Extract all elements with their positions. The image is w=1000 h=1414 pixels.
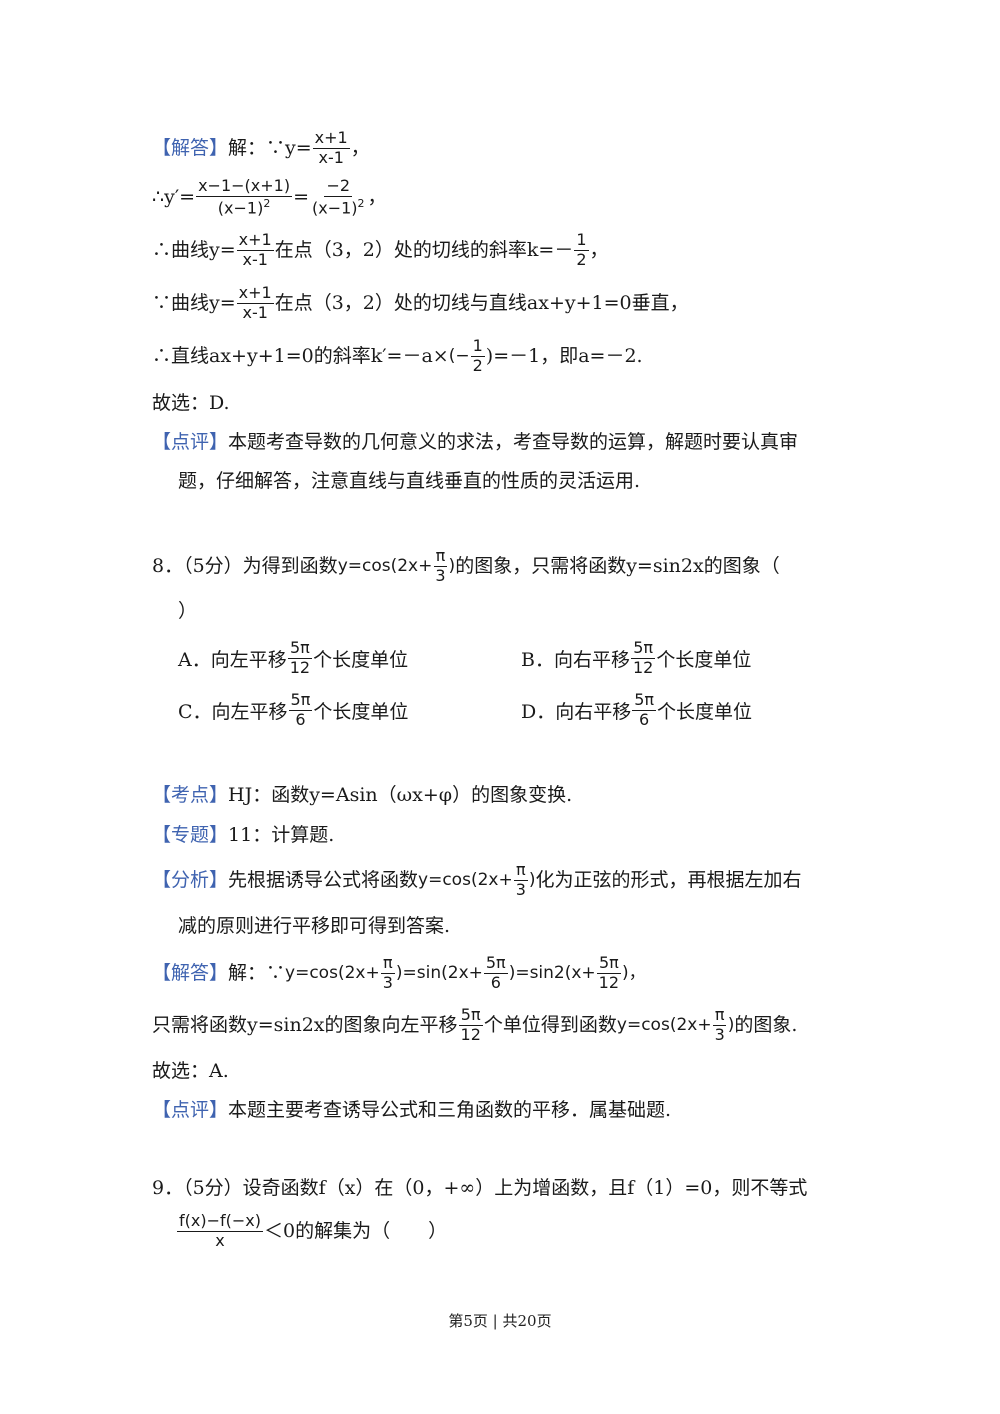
q9-stem-line1: 9．（5分）设奇函数f（x）在（0，+∞）上为增函数，且f（1）=0，则不等式: [152, 1177, 808, 1199]
zhuanti-tag: 【专题】: [152, 824, 229, 846]
q8-comment: 【点评】 本题主要考查诱导公式和三角函数的平移．属基础题.: [152, 1099, 672, 1121]
comment-tag: 【点评】: [152, 431, 229, 453]
answer-tag: 【解答】: [152, 136, 229, 159]
fraction: f(x)−f(−x)x: [177, 1211, 263, 1250]
q7-answer-line2: ∴y′= x−1−(x+1)(x−1)2 = −2(x−1)2 ，: [152, 176, 387, 218]
q7-choice: 故选：D.: [152, 392, 230, 414]
fraction: −2(x−1)2: [311, 176, 365, 218]
comment-tag: 【点评】: [152, 1099, 229, 1121]
q8-zhuanti: 【专题】 11：计算题.: [152, 824, 335, 846]
fraction: x−1−(x+1)(x−1)2: [196, 176, 293, 218]
fenxi-tag: 【分析】: [152, 868, 229, 891]
kaodian-tag: 【考点】: [152, 784, 229, 806]
answer-tag: 【解答】: [152, 961, 229, 984]
q7-comment-line2: 题，仔细解答，注意直线与直线垂直的性质的灵活运用.: [178, 470, 641, 492]
q8-kaodian: 【考点】 HJ：函数y=Asin（ωx+φ）的图象变换.: [152, 784, 573, 806]
page-footer: 第5页 | 共20页: [448, 1312, 552, 1330]
q9-stem-line2: f(x)−f(−x)x ＜0的解集为（ ）: [177, 1211, 448, 1250]
q8-choice: 故选：A.: [152, 1060, 229, 1082]
q8-fenxi-line2: 减的原则进行平移即可得到答案.: [178, 915, 451, 937]
q8-stem-line2: ）: [178, 600, 198, 622]
q7-comment-line1: 【点评】 本题考查导数的几何意义的求法，考查导数的运算，解题时要认真审: [152, 431, 799, 453]
